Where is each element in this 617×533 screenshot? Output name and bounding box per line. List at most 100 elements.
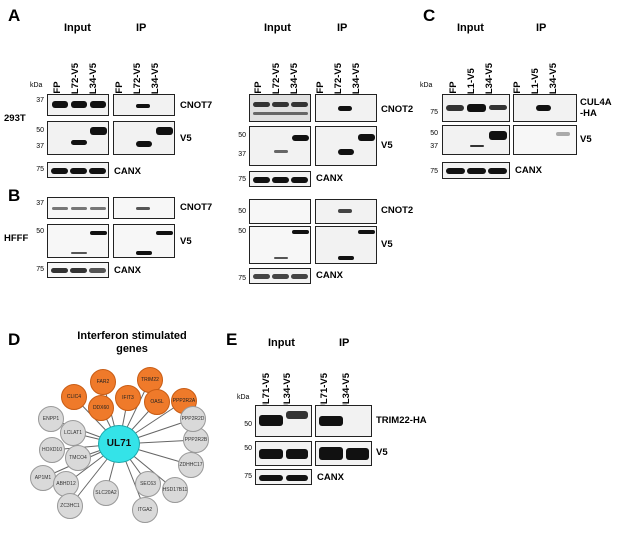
mw-75: 75 [430, 109, 438, 116]
mw-50: 50 [36, 127, 44, 134]
blot-a2-input-v5 [249, 126, 311, 166]
mw-50: 50 [430, 130, 438, 137]
blot-b-ip-v5 [113, 224, 175, 258]
blot-a2-input-cnot2 [249, 94, 311, 122]
mw-37: 37 [36, 97, 44, 104]
ab-v5: V5 [580, 134, 592, 145]
a-mid-input-header: Input [264, 22, 291, 34]
node-hoxd10: HOXD10 [39, 437, 65, 463]
blot-e-ip-v5 [315, 441, 372, 466]
node-slc20a2: SLC20A2 [93, 480, 119, 506]
blot-b-input-canx [47, 262, 109, 278]
node-oasl: OASL [144, 389, 170, 415]
mw-37: 37 [238, 151, 246, 158]
blot-b-input-cnot7 [47, 197, 109, 219]
kda-label: kDa [30, 82, 43, 89]
ab-canx: CANX [317, 472, 344, 483]
mw-75: 75 [36, 266, 44, 273]
mw-75: 75 [430, 168, 438, 175]
network-title: Interferon stimulated genes [77, 330, 187, 355]
ab-canx: CANX [114, 166, 141, 177]
blot-c-ip-v5 [513, 125, 577, 155]
e-input-header: Input [268, 337, 295, 349]
kda-label: kDa [237, 394, 250, 401]
node-hsd17b11: HSD17B11 [162, 477, 188, 503]
node-itga2: ITGA2 [132, 497, 158, 523]
mw-37: 37 [36, 143, 44, 150]
panel-label-d: D [8, 330, 21, 349]
cell-label-hfff: HFFF [4, 233, 29, 244]
mw-50: 50 [244, 421, 252, 428]
node-zdhhc17: ZDHHC17 [178, 452, 204, 478]
ab-cnot7: CNOT7 [180, 202, 213, 213]
ab-canx: CANX [114, 265, 141, 276]
blot-b2-input-cnot2 [249, 199, 311, 224]
mw-75: 75 [238, 275, 246, 282]
mw-37: 37 [36, 200, 44, 207]
mw-50: 50 [238, 132, 246, 139]
mw-75: 75 [36, 166, 44, 173]
node-sec63: SEC63 [135, 471, 161, 497]
node-hub-ul71: UL71 [98, 425, 140, 463]
e-ip-header: IP [339, 337, 350, 349]
mw-50: 50 [238, 228, 246, 235]
blot-e-input-trim22 [255, 405, 312, 437]
blot-b2-input-v5 [249, 226, 311, 264]
kda-label: kDa [420, 82, 433, 89]
c-input-header: Input [457, 22, 484, 34]
ab-canx: CANX [316, 270, 343, 281]
node-ppp2r2d: PPP2R2D [180, 406, 206, 432]
blot-b2-ip-v5 [315, 226, 377, 264]
ab-cnot7: CNOT7 [180, 100, 213, 111]
blot-a-ip-cnot7 [113, 94, 175, 116]
panel-label-b: B [8, 186, 21, 205]
mw-50: 50 [238, 208, 246, 215]
ab-cul4a: CUL4A -HA [580, 97, 612, 119]
node-lclat1: LCLAT1 [60, 420, 86, 446]
node-ifit3: IFIT3 [115, 385, 141, 411]
blot-c-input-cul4a [442, 94, 510, 122]
mw-50: 50 [36, 228, 44, 235]
ab-canx: CANX [316, 173, 343, 184]
blot-e-ip-trim22 [315, 405, 372, 437]
blot-b2-input-canx [249, 268, 311, 284]
blot-c-input-v5 [442, 125, 510, 155]
ab-trim22: TRIM22-HA [376, 415, 427, 426]
node-clic4: CLIC4 [61, 384, 87, 410]
panel-label-c: C [423, 6, 436, 25]
ab-canx: CANX [515, 165, 542, 176]
a-mid-ip-header: IP [337, 22, 348, 34]
ab-v5: V5 [180, 236, 192, 247]
node-far2: FAR2 [90, 369, 116, 395]
a-left-input-header: Input [64, 22, 91, 34]
node-ddx60: DDX60 [88, 395, 114, 421]
blot-a-input-canx [47, 162, 109, 178]
blot-b-ip-cnot7 [113, 197, 175, 219]
ab-cnot2: CNOT2 [381, 205, 414, 216]
blot-c-input-canx [442, 162, 510, 179]
blot-a-ip-v5 [113, 121, 175, 155]
cell-label-293t: 293T [4, 113, 26, 124]
node-ap1m1: AP1M1 [30, 465, 56, 491]
panel-label-a: A [8, 6, 21, 25]
ab-v5: V5 [381, 239, 393, 250]
node-tmco4: TMCO4 [65, 445, 91, 471]
panel-label-e: E [226, 330, 238, 349]
ab-v5: V5 [376, 447, 388, 458]
blot-a2-ip-v5 [315, 126, 377, 166]
blot-e-input-v5 [255, 441, 312, 466]
node-enpp1: ENPP1 [38, 406, 64, 432]
node-zc3hc1: ZC3HC1 [57, 493, 83, 519]
blot-e-input-canx [255, 469, 312, 485]
ab-v5: V5 [180, 133, 192, 144]
blot-b2-ip-cnot2 [315, 199, 377, 224]
mw-75: 75 [244, 473, 252, 480]
c-ip-header: IP [536, 22, 547, 34]
ab-cnot2: CNOT2 [381, 104, 414, 115]
mw-50: 50 [244, 445, 252, 452]
ab-v5: V5 [381, 140, 393, 151]
a-left-ip-header: IP [136, 22, 147, 34]
blot-a2-input-canx [249, 171, 311, 187]
blot-c-ip-cul4a [513, 94, 577, 122]
mw-75: 75 [238, 176, 246, 183]
